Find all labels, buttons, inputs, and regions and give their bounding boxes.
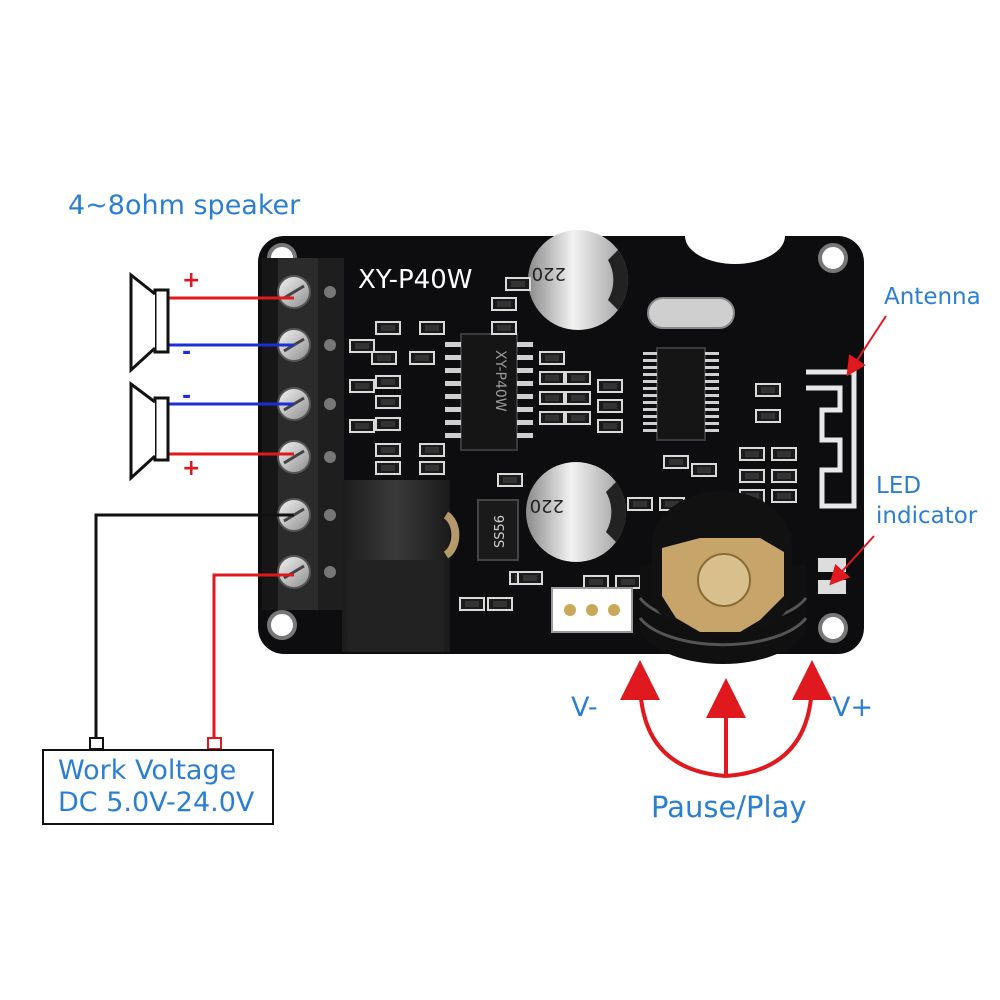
smd-part <box>491 297 517 311</box>
board-name: XY-P40W <box>358 265 472 295</box>
cap-value: 220 <box>532 263 566 284</box>
smd-part <box>349 419 375 433</box>
smd-part <box>375 461 401 475</box>
amplifier-chip: XY-P40W <box>445 333 533 451</box>
cap-value: 220 <box>530 495 564 516</box>
volume-up-label: V+ <box>832 692 874 723</box>
smd-part <box>771 447 797 461</box>
speaker-icon <box>129 381 170 482</box>
power-wires <box>89 513 294 750</box>
smd-part <box>539 411 565 425</box>
smd-part <box>597 399 623 413</box>
smd-part <box>497 473 523 487</box>
voltage-box: Work Voltage DC 5.0V-24.0V <box>42 749 274 825</box>
smd-part <box>409 351 435 365</box>
polarity-minus: - <box>182 384 192 409</box>
mounting-hole <box>818 243 848 273</box>
dc-jack <box>342 480 460 652</box>
diode <box>477 499 519 561</box>
potentiometer <box>638 491 808 665</box>
capacitor-bottom: 220 <box>526 462 626 562</box>
terminal-screw <box>277 555 336 589</box>
speaker-title: 4~8ohm speaker <box>68 190 301 221</box>
smd-part <box>375 321 401 335</box>
crystal <box>647 297 735 329</box>
terminal-block <box>262 258 344 610</box>
led-label-line2: indicator <box>876 503 978 529</box>
voltage-line1: Work Voltage <box>58 755 237 786</box>
arrow-icon <box>829 535 875 586</box>
smd-part <box>691 463 717 477</box>
smd-part <box>755 383 781 397</box>
polarity-plus: + <box>182 268 201 293</box>
terminal-screw <box>277 275 336 309</box>
pin-header <box>551 587 633 633</box>
smd-part <box>771 489 797 503</box>
smd-part <box>487 597 513 611</box>
smd-part <box>419 443 445 457</box>
mounting-hole <box>818 613 848 643</box>
smd-part <box>565 371 591 385</box>
polarity-plus: + <box>182 456 201 481</box>
smd-components <box>349 277 797 611</box>
pause-play-label: Pause/Play <box>651 790 807 824</box>
bluetooth-chip <box>643 347 719 441</box>
smd-part <box>565 411 591 425</box>
smd-part <box>539 351 565 365</box>
voltage-line2: DC 5.0V-24.0V <box>58 787 255 818</box>
smd-part <box>375 395 401 409</box>
smd-part <box>349 379 375 393</box>
smd-part <box>615 575 641 589</box>
terminal-screw <box>277 440 336 474</box>
smd-part <box>419 321 445 335</box>
svg-text:SS56: SS56 <box>493 515 508 548</box>
led <box>818 558 846 572</box>
smd-part <box>739 447 765 461</box>
smd-part <box>375 375 401 389</box>
antenna-trace <box>806 369 857 509</box>
mounting-hole <box>267 610 297 640</box>
smd-part <box>539 371 565 385</box>
smd-part <box>349 339 375 353</box>
capacitor-top: 220 <box>528 230 628 330</box>
smd-part <box>739 469 765 483</box>
smd-part <box>597 419 623 433</box>
smd-part <box>517 571 543 585</box>
smd-part <box>583 575 609 589</box>
smd-part <box>663 455 689 469</box>
smd-part <box>755 409 781 423</box>
smd-part <box>375 417 401 431</box>
arrow-icon <box>846 315 887 377</box>
knob-arrows <box>620 660 832 778</box>
smd-part <box>771 469 797 483</box>
speaker-wires <box>168 296 294 456</box>
smd-part <box>491 321 517 335</box>
smd-part <box>539 391 565 405</box>
smd-part <box>505 277 531 291</box>
smd-part <box>419 461 445 475</box>
led-label-line1: LED <box>876 473 922 499</box>
smd-part <box>627 497 653 511</box>
chip-label: XY-P40W <box>492 350 508 412</box>
speaker-icon <box>129 271 170 374</box>
polarity-minus: - <box>182 340 192 365</box>
smd-part <box>375 443 401 457</box>
smd-part <box>371 351 397 365</box>
volume-down-label: V- <box>571 692 598 723</box>
smd-part <box>565 391 591 405</box>
antenna-label: Antenna <box>884 284 981 310</box>
smd-part <box>597 379 623 393</box>
smd-part <box>459 597 485 611</box>
